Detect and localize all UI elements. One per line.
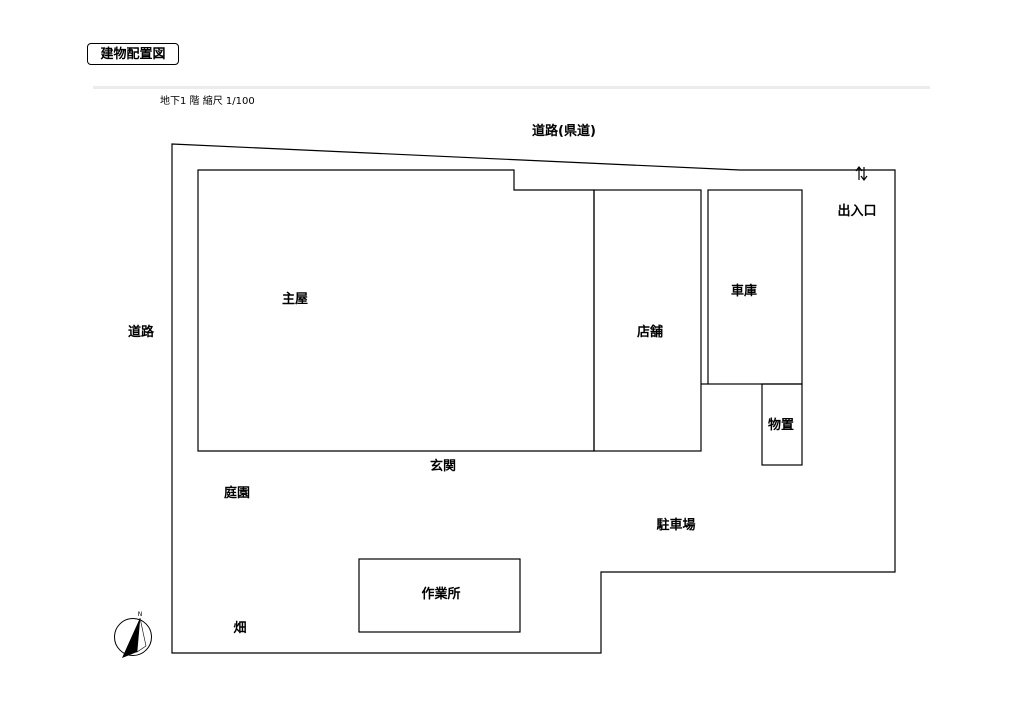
north-compass-icon: N	[114, 611, 152, 658]
main-house-label: 主屋	[282, 291, 308, 307]
parking-label: 駐車場	[656, 517, 695, 533]
north-label: N	[138, 611, 143, 618]
workshop-outline	[358, 558, 521, 633]
header-rule	[93, 86, 930, 89]
shop-outline	[593, 189, 702, 452]
main-house-outline	[197, 169, 595, 452]
field-label: 畑	[233, 621, 246, 636]
road-prefectural-label: 道路(県道)	[532, 123, 596, 139]
storage-label: 物置	[768, 417, 794, 433]
front-door-label: 玄関	[430, 458, 456, 474]
site-boundary	[171, 143, 896, 654]
up-down-arrows-icon	[855, 166, 868, 181]
garage-label: 車庫	[731, 283, 757, 299]
shop-label: 店舗	[637, 324, 663, 340]
floor-scale-caption: 地下1 階 縮尺 1/100	[160, 96, 255, 107]
workshop-label: 作業所	[421, 586, 460, 602]
entrance-label: 出入口	[837, 203, 876, 219]
storage-outline	[761, 383, 803, 466]
garage-outline	[707, 189, 803, 385]
road-west-label: 道路	[128, 324, 155, 340]
garden-label: 庭園	[224, 485, 250, 501]
drawing-title: 建物配置図	[87, 43, 179, 65]
